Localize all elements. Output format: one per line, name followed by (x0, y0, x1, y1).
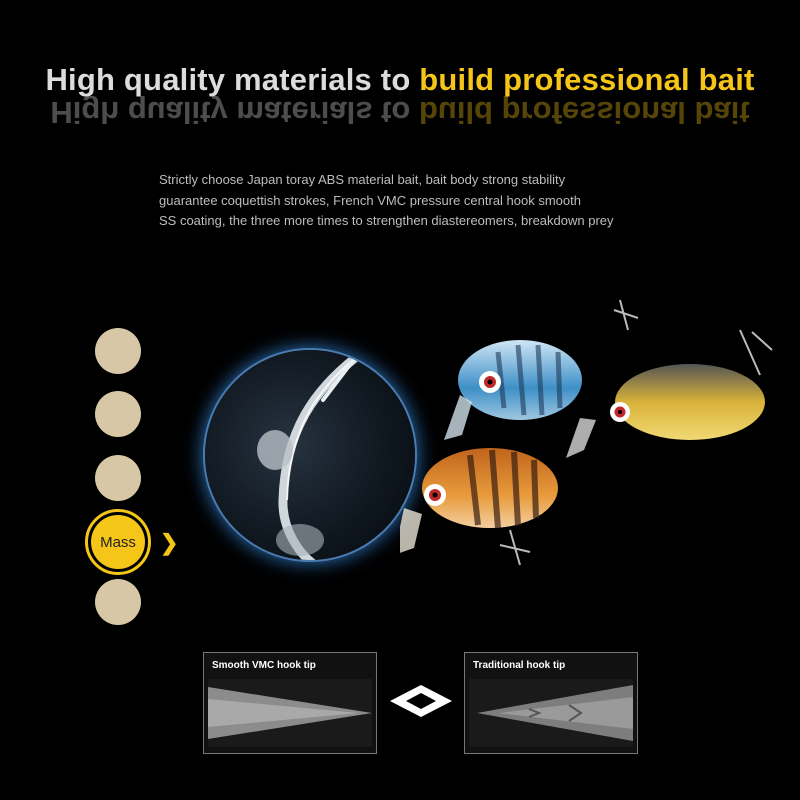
hook-tip-icon (469, 679, 633, 747)
nav-dot-5[interactable] (95, 579, 141, 625)
reflection-part1: High quality materials to (50, 96, 419, 130)
traditional-hook-label: Traditional hook tip (473, 660, 566, 671)
hook-zoom-image (205, 350, 415, 560)
nav-active-label: Mass (100, 533, 136, 551)
hook-icon (257, 353, 360, 560)
headline-part1: High quality materials to (45, 62, 420, 97)
description-line-2: guarantee coquettish strokes, French VMC… (159, 192, 581, 208)
vmc-hook-label: Smooth VMC hook tip (212, 660, 316, 671)
nav-dot-3[interactable] (95, 455, 141, 501)
fishing-lure-icon (394, 299, 773, 566)
vmc-hook-panel: Smooth VMC hook tip (203, 652, 377, 754)
traditional-hook-tip-image (469, 679, 633, 747)
nav-dot-1[interactable] (95, 328, 141, 374)
nav-dot-active[interactable]: Mass (91, 515, 145, 569)
headline-reflection: High quality materials to build professi… (0, 96, 800, 130)
description-line-1: Strictly choose Japan toray ABS material… (159, 172, 566, 187)
traditional-hook-panel: Traditional hook tip (464, 652, 638, 754)
vmc-hook-tip-image (208, 679, 372, 747)
reflection-part2: build professional bait (418, 96, 750, 130)
hook-tip-icon (208, 679, 372, 747)
headline-part2: build professional bait (419, 62, 755, 97)
nav-dot-2[interactable] (95, 391, 141, 437)
lure-product-image (394, 290, 800, 590)
page-headline: High quality materials to build professi… (0, 62, 800, 98)
description-line-3: SS coating, the three more times to stre… (159, 213, 614, 228)
compare-diamond-icon (388, 683, 454, 719)
chevron-right-icon: ❯ (160, 530, 179, 555)
product-description: Strictly choose Japan toray ABS material… (159, 170, 719, 232)
